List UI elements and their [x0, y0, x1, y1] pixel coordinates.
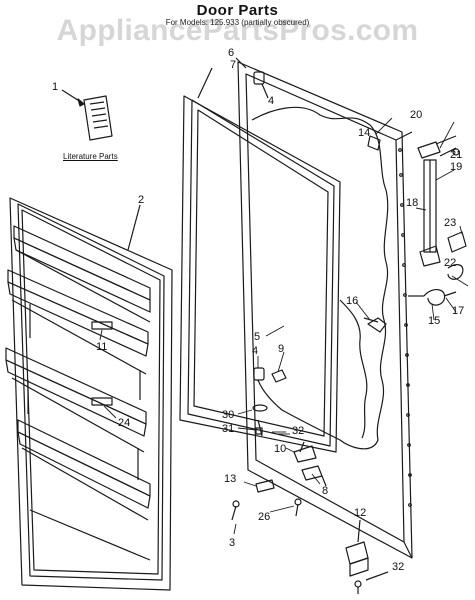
upper-stop	[253, 71, 269, 99]
callout-24: 24	[118, 417, 131, 429]
callout-12: 12	[354, 507, 367, 519]
callout-16: 16	[346, 295, 359, 307]
lower-hinge-parts	[293, 441, 327, 487]
latch-pieces	[408, 289, 457, 306]
latch-piece	[367, 135, 381, 151]
lower-screws	[231, 479, 302, 521]
callout-11: 11	[96, 341, 108, 353]
callout-31: 31	[222, 423, 235, 435]
callout-4-upper: 4	[268, 95, 275, 107]
callout-15: 15	[428, 315, 441, 327]
callout-13: 13	[224, 473, 237, 485]
literature-parts-label: Literature Parts	[63, 152, 118, 161]
callout-30: 30	[222, 409, 235, 421]
callout-26: 26	[258, 511, 271, 523]
callout-2: 2	[138, 194, 145, 206]
callout-10: 10	[274, 443, 287, 455]
callout-7: 7	[230, 59, 237, 71]
callout-17: 17	[452, 305, 465, 317]
callout-20: 20	[410, 109, 423, 121]
bracket-16	[363, 317, 387, 333]
callout-32-upper: 32	[292, 425, 305, 437]
callout-1: 1	[52, 81, 59, 93]
door-frame	[235, 57, 413, 559]
literature-booklet	[61, 89, 113, 141]
washer-screw	[252, 404, 268, 437]
inner-door-panel	[5, 197, 173, 591]
callout-14: 14	[358, 127, 371, 139]
callout-22: 22	[444, 257, 457, 269]
callout-32-lower: 32	[392, 561, 405, 573]
callout-3: 3	[229, 537, 236, 549]
door-gasket	[179, 67, 341, 453]
callout-23: 23	[444, 217, 457, 229]
callout-8: 8	[322, 485, 329, 497]
diagram-title: Door Parts	[196, 2, 279, 19]
callout-18: 18	[406, 197, 419, 209]
callout-5: 5	[254, 331, 261, 343]
hinge-assembly	[417, 135, 460, 267]
callout-6: 6	[228, 47, 235, 59]
bottom-bracket	[345, 519, 389, 594]
callout-19: 19	[450, 161, 463, 173]
clip-pieces	[447, 231, 467, 280]
callout-4-lower: 4	[252, 345, 259, 357]
diagram-subtitle: For Models: 125.933 (partially obscured)	[165, 18, 310, 27]
callout-leaders	[99, 117, 469, 535]
callout-21: 21	[450, 149, 463, 161]
callout-9: 9	[278, 343, 285, 355]
